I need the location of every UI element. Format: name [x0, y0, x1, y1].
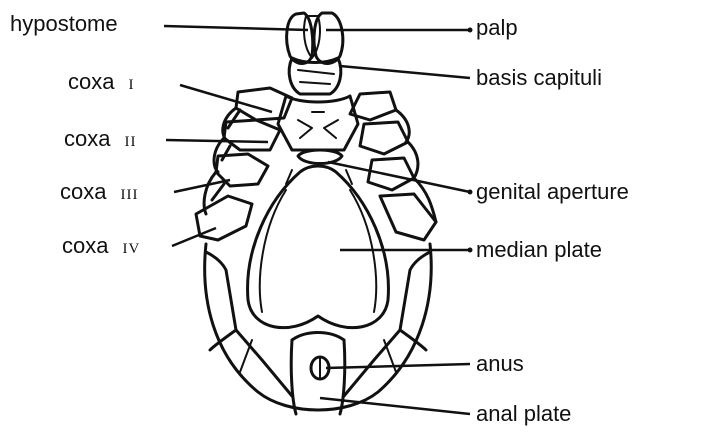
palp-left-shape	[287, 13, 313, 64]
label-coxa-iii: coxa III	[60, 180, 138, 207]
coxa-word: coxa	[62, 233, 108, 258]
label-median-plate: median plate	[476, 238, 602, 262]
coxa-iii-right	[368, 158, 414, 190]
leader-basis-capituli	[340, 66, 470, 78]
coxa-word: coxa	[60, 179, 106, 204]
label-basis-capituli: basis capituli	[476, 66, 602, 90]
leader-anus	[326, 364, 470, 368]
coxa-ii-right	[360, 122, 408, 154]
coxa-ii-left	[224, 120, 280, 150]
sternal-region	[278, 96, 358, 184]
label-hypostome: hypostome	[10, 12, 118, 36]
coxa-numeral: II	[124, 134, 136, 150]
coxa-word: coxa	[64, 126, 110, 151]
anal-plate-shape	[291, 333, 345, 415]
label-anal-plate: anal plate	[476, 402, 571, 426]
label-anus: anus	[476, 352, 524, 376]
label-coxa-i: coxa I	[68, 70, 134, 97]
coxa-word: coxa	[68, 69, 114, 94]
coxa-numeral: I	[128, 77, 134, 93]
coxa-numeral: III	[120, 187, 138, 203]
genital-aperture-shape	[298, 150, 342, 164]
posterior-plates	[206, 252, 430, 414]
label-genital-aperture: genital aperture	[476, 180, 629, 204]
coxa-iv-right	[380, 194, 436, 240]
label-coxa-ii: coxa II	[64, 127, 136, 154]
capitulum	[287, 13, 343, 94]
coxae-left	[196, 88, 292, 240]
label-palp: palp	[476, 16, 518, 40]
body-outline	[205, 244, 432, 410]
median-plate-shape	[248, 166, 389, 328]
label-coxa-iv: coxa IV	[62, 234, 140, 261]
coxa-numeral: IV	[122, 241, 140, 257]
leader-coxa-ii	[166, 140, 268, 142]
